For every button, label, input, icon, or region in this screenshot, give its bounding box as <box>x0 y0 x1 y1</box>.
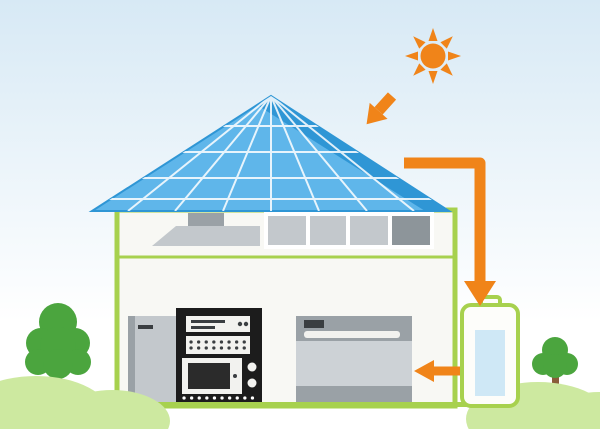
solar-panel-roof-icon <box>88 94 453 212</box>
window-pane <box>310 216 346 245</box>
refrigerator-handle <box>138 325 153 329</box>
sun-icon <box>405 28 461 84</box>
battery-to-house-arrow <box>414 360 460 382</box>
display-knob <box>237 321 243 327</box>
display-line <box>191 326 215 329</box>
window-pane-dark <box>392 216 430 245</box>
display-knob <box>243 321 249 327</box>
roof-right-edge <box>257 96 449 211</box>
sun-core <box>420 43 446 69</box>
oven-knob <box>247 362 257 372</box>
arrowhead-left <box>414 360 434 382</box>
storage-battery-icon <box>460 295 520 408</box>
window-pane <box>268 216 306 245</box>
ground-line <box>0 402 600 407</box>
display-line <box>191 320 225 323</box>
arrowhead-down <box>464 281 496 306</box>
dishwasher-kick-panel <box>296 386 412 402</box>
left-tree-foliage <box>25 303 91 379</box>
oven-unit-icon <box>176 308 262 402</box>
house <box>114 207 458 409</box>
microwave-window <box>188 363 230 389</box>
dishwasher-display <box>304 320 324 328</box>
refrigerator-icon <box>128 316 176 402</box>
arrowhead <box>366 102 388 125</box>
flow-line <box>434 366 460 376</box>
range-hood-duct <box>188 213 224 226</box>
flow-line <box>374 92 397 115</box>
battery-charge-level <box>475 330 505 396</box>
window-pane <box>350 216 388 245</box>
refrigerator-body <box>128 316 176 402</box>
microwave-latch <box>233 374 237 378</box>
dishwasher-door <box>296 341 412 386</box>
oven-knob <box>247 378 257 388</box>
control-panel <box>186 336 250 354</box>
roof-to-battery-arrow <box>404 157 496 306</box>
left-bush-icon <box>0 376 170 429</box>
refrigerator-edge <box>128 316 135 402</box>
sun-rays <box>405 28 461 84</box>
right-tree-foliage <box>532 337 578 378</box>
range-hood-icon <box>152 226 260 246</box>
flow-line <box>404 157 486 283</box>
dishwasher-icon <box>296 316 412 402</box>
dishwasher-handle-slot <box>304 331 400 338</box>
sun-to-roof-arrow <box>366 92 397 125</box>
